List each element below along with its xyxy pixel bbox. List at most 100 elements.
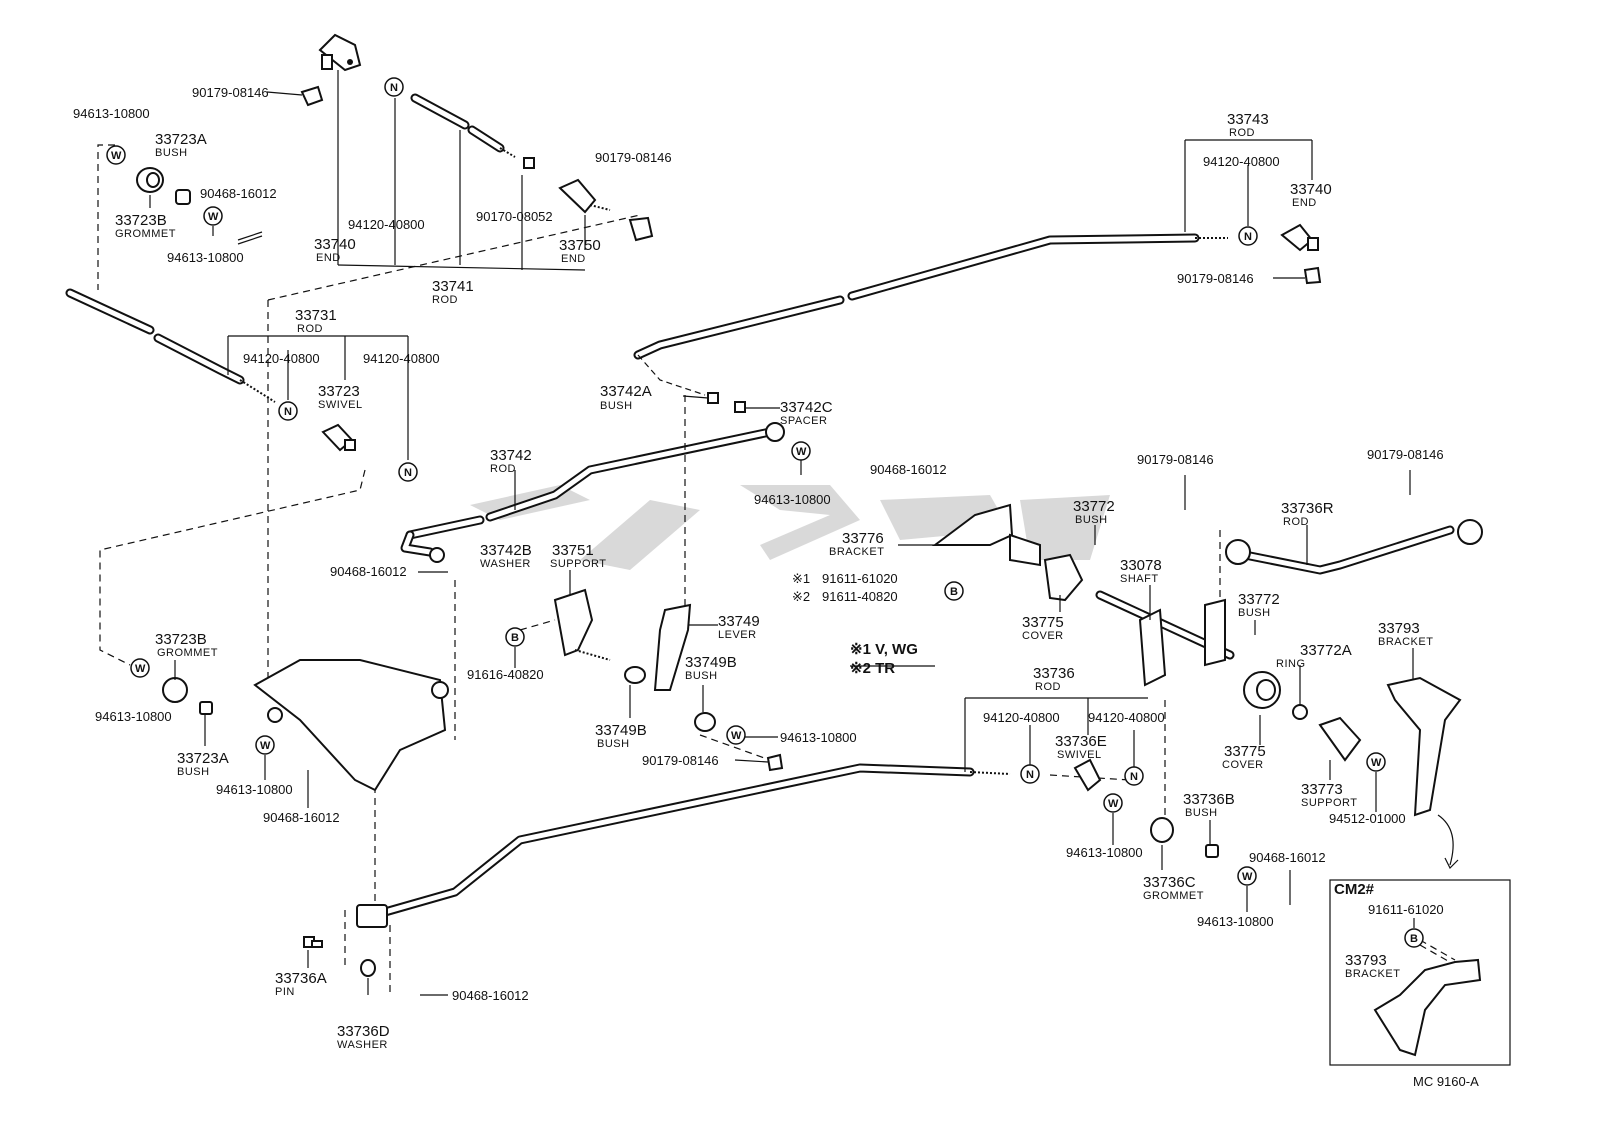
part-number: 90179-08146 [595,150,672,165]
part-number: 33772 [1238,591,1280,608]
b-callout-icon: B [505,627,525,647]
part-name: BRACKET [1345,968,1400,980]
part-number: 33772 [1073,498,1115,515]
part-name: BUSH [1185,807,1218,819]
nut-90179-c-shape [1303,266,1322,285]
part-number: 33731 [295,307,337,324]
part-name: ROD [1229,127,1255,139]
part-number: 91611-61020 [1368,902,1444,917]
part-number: 91616-40820 [467,667,544,682]
w-callout-icon: W [1237,866,1257,886]
part-number: 33743 [1227,111,1269,128]
part-number: 33775 [1022,614,1064,631]
part-number: 90170-08052 [476,209,553,224]
part-name: SPACER [780,415,827,427]
svg-text:B: B [511,632,519,644]
part-name: BUSH [685,670,718,682]
ring-33772A-shape [1292,704,1308,720]
svg-text:N: N [284,406,292,418]
part-number: 33723B [155,631,207,648]
rod-33736 [356,763,1011,928]
rod-33743 [633,233,1228,396]
part-name: COVER [1022,630,1064,642]
support-33773-shape [1318,716,1362,762]
w-callout-icon: W [726,725,746,745]
end-33750-shape [558,178,611,214]
w-callout-icon: W [1103,793,1123,813]
part-number: 33723A [155,131,207,148]
grommet-33736C-shape [1150,817,1174,843]
part-name: COVER [1222,759,1264,771]
part-number: 90179-08146 [642,753,719,768]
mark-note-1: ※1 [792,571,810,586]
part-number: 90468-16012 [200,186,277,201]
mark-note-2: ※2 [792,589,810,604]
part-number: 33776 [842,530,884,547]
part-number: 33740 [1290,181,1332,198]
part-number: 33078 [1120,557,1162,574]
swivel-33736E-shape [1073,758,1102,792]
svg-text:N: N [1244,231,1252,243]
part-number: 90468-16012 [1249,850,1326,865]
n-callout-icon: N [384,77,404,97]
swivel-33723-shape [321,423,356,452]
part-number: 33741 [432,278,474,295]
washer-33742B-shape [429,547,445,563]
nut-90179-b-shape [628,216,654,242]
part-number: 33749B [685,654,737,671]
bush-33723A-top-shape [175,189,191,205]
rod-33742 [400,422,785,557]
part-number: 90468-16012 [330,564,407,579]
part-number: 33773 [1301,781,1343,798]
part-name: WASHER [337,1039,388,1051]
grommet-33723B-low-shape [162,677,188,703]
n-callout-icon: N [278,401,298,421]
part-number: 90179-08146 [192,85,269,100]
part-number: 33793 [1345,952,1387,969]
part-number: 90468-16012 [263,810,340,825]
part-name: ROD [1035,681,1061,693]
w-callout-icon: W [203,206,223,226]
support-33751-shape [553,588,611,661]
note-1: ※1 V, WG [850,641,918,658]
svg-text:W: W [111,150,122,162]
part-number: 33736D [337,1023,390,1040]
part-number: 33793 [1378,620,1420,637]
n-callout-icon: N [1238,226,1258,246]
leader-lines [149,70,1415,996]
svg-text:N: N [404,467,412,479]
part-number: 94613-10800 [216,782,293,797]
shaft-33078-shape [1095,590,1235,687]
inset-title: CM2# [1334,881,1375,898]
washer-33736D-shape [360,959,376,977]
part-name: BUSH [177,766,210,778]
end-33740-left-shape [318,33,362,72]
svg-text:W: W [1242,871,1253,883]
part-number: 94120-40800 [1203,154,1280,169]
pin-33736A-shape [303,936,323,948]
rod-33736R [1225,519,1483,575]
part-number: 33736B [1183,791,1235,808]
part-name: SWIVEL [318,399,363,411]
part-number: 94613-10800 [754,492,831,507]
part-name: END [1292,197,1317,209]
spacer-33742C-shape [734,401,746,413]
w-callout-icon: W [255,735,275,755]
part-number: 90179-08146 [1177,271,1254,286]
part-name: RING [1276,658,1306,670]
part-number: 33742A [600,383,652,400]
part-number: 33742B [480,542,532,559]
part-name: SUPPORT [550,558,606,570]
part-number: 33736C [1143,874,1196,891]
part-name: GROMMET [115,228,176,240]
svg-text:N: N [390,82,398,94]
cover-33775-a-shape [1043,553,1084,602]
svg-text:W: W [796,446,807,458]
part-name: ROD [297,323,323,335]
svg-text:N: N [1026,769,1034,781]
nut-90179-f-shape [766,753,784,772]
rod-33741 [410,93,516,158]
part-number: 94120-40800 [1088,710,1165,725]
w-callout-icon: W [130,658,150,678]
